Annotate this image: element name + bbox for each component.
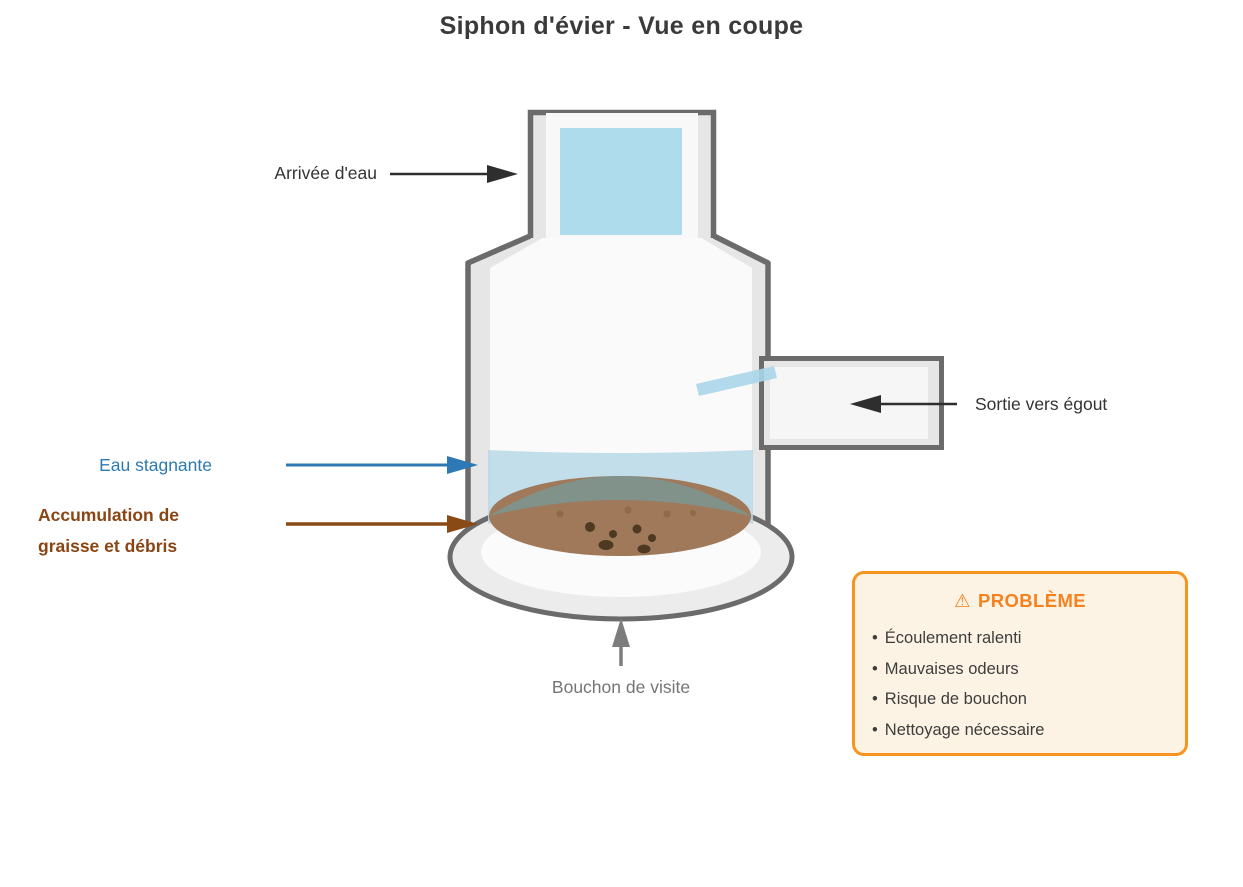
bullet-icon: • [872, 720, 878, 739]
debris-particles [556, 506, 696, 554]
inlet-pipe [527, 109, 717, 238]
label-cleanout: Bouchon de visite [551, 677, 691, 697]
problem-item-label: Nettoyage nécessaire [884, 720, 1045, 739]
problem-list-item: • Risque de bouchon [872, 684, 1185, 715]
warning-icon: ⚠ [953, 590, 971, 611]
cleanout-arrowhead [612, 618, 630, 647]
bullet-icon: • [872, 659, 878, 678]
cleanout-arrow [612, 618, 630, 666]
problem-box: ⚠ PROBLÈME • Écoulement ralenti • Mauvaises… [852, 571, 1188, 756]
label-inlet: Arrivée d'eau [274, 163, 377, 183]
problem-item-label: Mauvaises odeurs [884, 659, 1019, 678]
problem-list-item: • Mauvaises odeurs [872, 654, 1185, 685]
problem-item-label: Risque de bouchon [884, 690, 1027, 708]
grease-arrowhead [447, 515, 478, 533]
outlet-water-stream [696, 366, 777, 396]
problem-box-title: PROBLÈME [977, 590, 1087, 611]
problem-list: • Écoulement ralenti • Mauvaises odeurs • R… [855, 623, 1185, 745]
problem-item-label: Écoulement ralenti [884, 629, 1022, 647]
bullet-icon: • [872, 629, 878, 647]
water-over-grease [489, 476, 751, 516]
bullet-icon: • [872, 690, 878, 708]
problem-box-header: ⚠ PROBLÈME [855, 590, 1185, 612]
stagnant-water-arrowhead [447, 456, 478, 474]
inlet-water [560, 128, 682, 235]
outlet-arrow [850, 395, 957, 413]
outlet-arrowhead [850, 395, 881, 413]
problem-list-item: • Nettoyage nécessaire [872, 715, 1185, 746]
label-stagnant-water: Eau stagnante [99, 455, 212, 475]
label-outlet: Sortie vers égout [975, 394, 1108, 414]
stagnant-water-arrow [286, 456, 478, 474]
inlet-arrowhead [487, 165, 518, 183]
problem-list-item: • Écoulement ralenti [872, 623, 1185, 654]
page-title: Siphon d'évier - Vue en coupe [439, 12, 804, 40]
inlet-arrow [390, 165, 518, 183]
label-grease: Accumulation de graisse et débris [38, 505, 179, 556]
grease-arrow [286, 515, 478, 533]
